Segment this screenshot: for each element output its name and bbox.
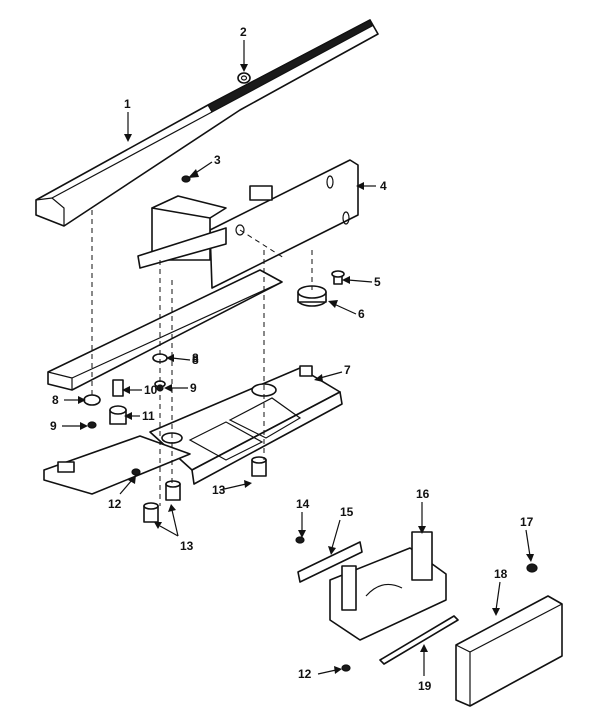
callout-5: 5 [374, 275, 381, 289]
part-2-screw [237, 72, 251, 84]
callout-6: 6 [358, 307, 365, 321]
part-19-rod [379, 615, 459, 665]
foot-bracket [43, 435, 191, 495]
callout-12-left: 12 [108, 497, 122, 511]
callout-18: 18 [494, 567, 508, 581]
callout-15: 15 [340, 505, 354, 519]
callout-17: 17 [520, 515, 534, 529]
callout-13-bottom: 13 [180, 539, 194, 553]
part-13-screws [143, 456, 267, 523]
part-16-housing [329, 531, 447, 641]
callout-8-mid: 8 [192, 353, 199, 367]
callout-12-right: 12 [298, 667, 312, 681]
callout-16: 16 [416, 487, 430, 501]
callout-14: 14 [296, 497, 310, 511]
part-4-main-bracket [137, 159, 359, 289]
callout-labels: 1 2 3 4 5 6 7 8 8 8 9 9 10 11 12 12 13 1… [50, 25, 534, 693]
callout-2: 2 [240, 25, 247, 39]
lower-rail [47, 269, 283, 391]
part-11-bushing [109, 405, 127, 425]
callout-4: 4 [380, 179, 387, 193]
part-12-screw-right [341, 664, 351, 672]
part-10-spacer [112, 379, 124, 397]
callout-1: 1 [124, 97, 131, 111]
alignment-lines [91, 210, 313, 506]
part-5-screw [331, 270, 345, 285]
callout-11: 11 [142, 409, 155, 423]
callout-10: 10 [144, 383, 158, 397]
part-7-tray [149, 365, 343, 485]
callout-9-mid: 9 [190, 381, 197, 395]
part-1-top-trim-bar [35, 19, 379, 227]
callout-8-left: 8 [52, 393, 59, 407]
callout-9-left: 9 [50, 419, 57, 433]
part-15-plate [297, 541, 363, 583]
part-18-end-cap [455, 595, 563, 707]
callout-8-upper: 8 [192, 351, 199, 365]
callout-7: 7 [344, 363, 351, 377]
part-12-screw-left [131, 468, 141, 476]
part-3-screw [181, 175, 191, 183]
callout-19: 19 [418, 679, 432, 693]
callout-3: 3 [214, 153, 221, 167]
part-17-screw [526, 563, 538, 573]
callout-13-right: 13 [212, 483, 226, 497]
leader-lines [62, 40, 534, 676]
part-14-screw [295, 536, 305, 544]
